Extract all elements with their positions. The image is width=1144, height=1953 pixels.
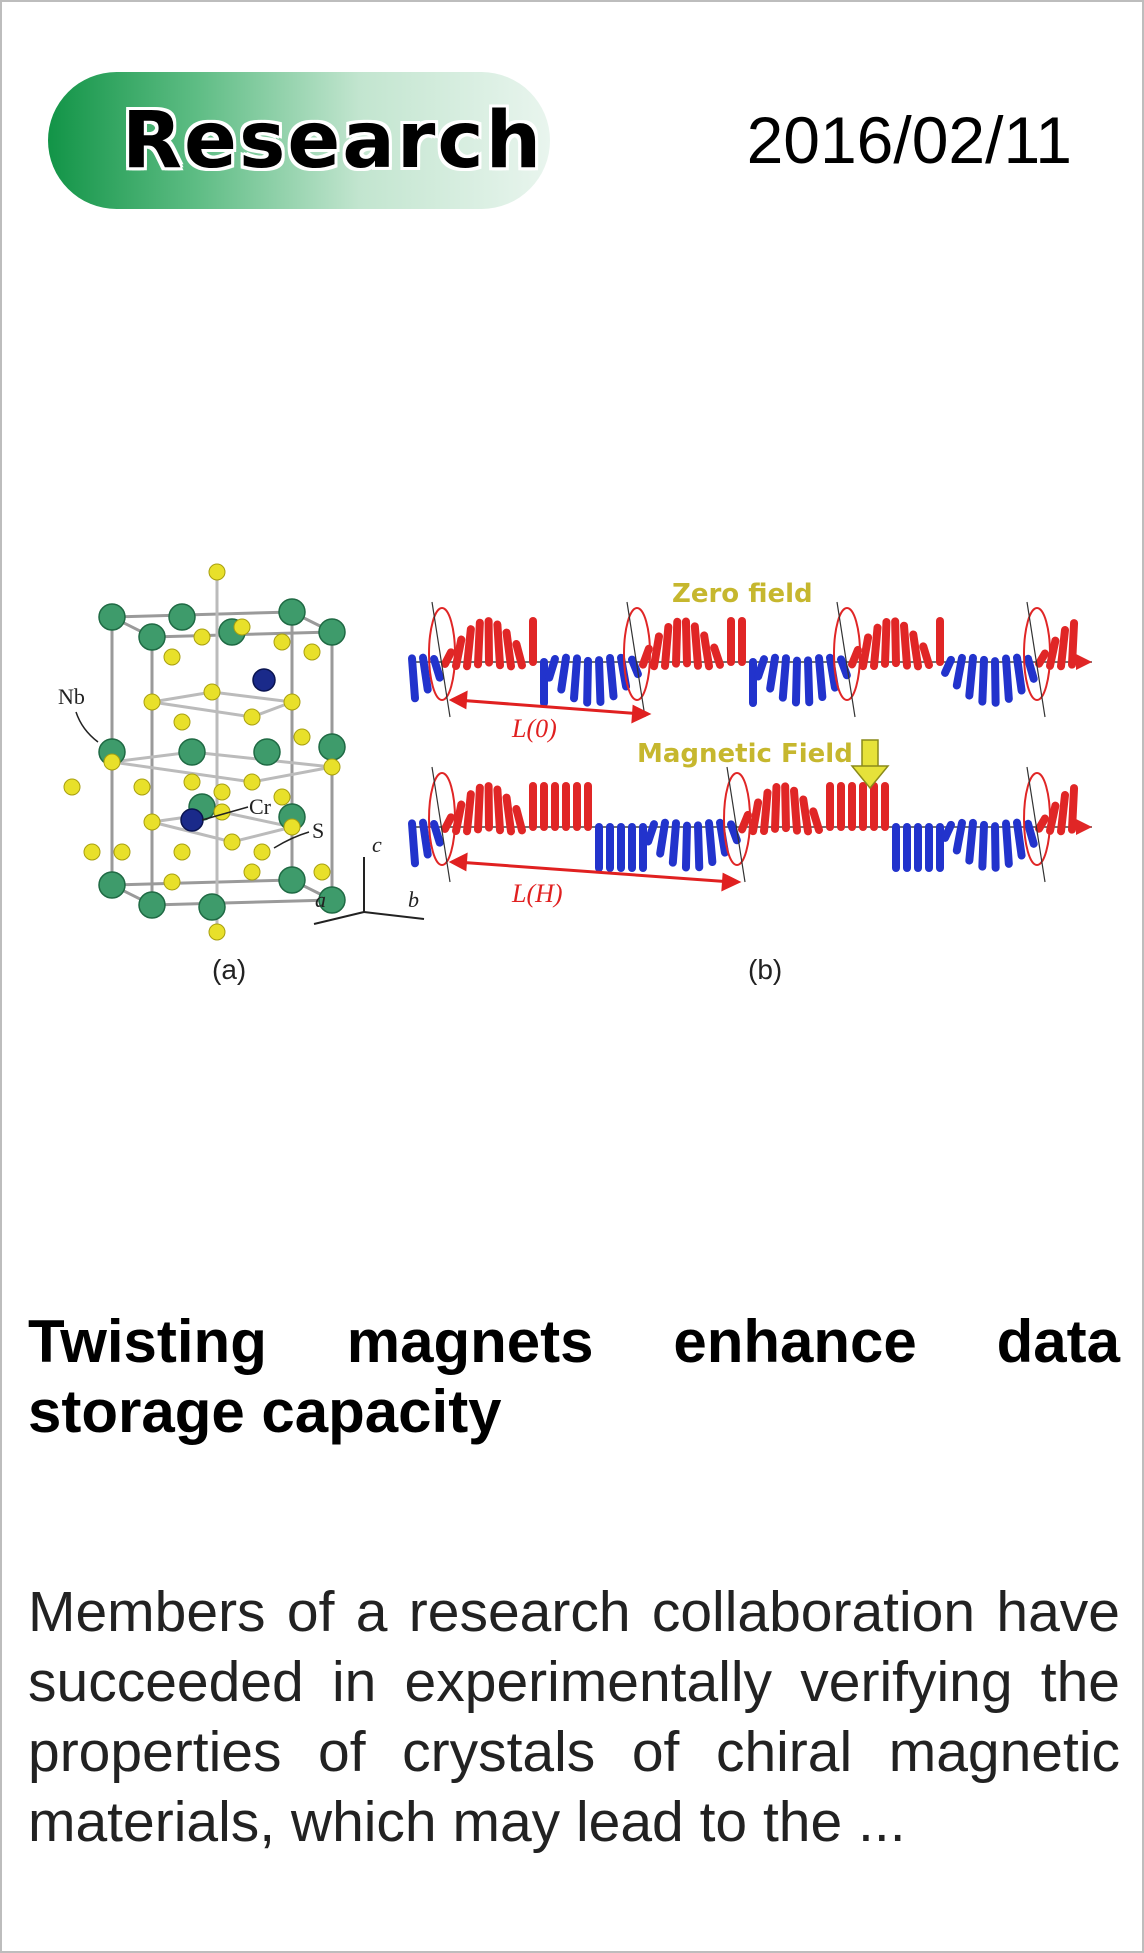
s-atom (208, 923, 226, 941)
nb-atom (278, 598, 306, 626)
zero-field-label: Zero field (672, 579, 813, 609)
helix-zero-field (408, 601, 1092, 718)
article-summary: Members of a research collaboration have… (28, 1580, 1120, 1854)
s-atom (283, 818, 301, 836)
s-atom (223, 833, 241, 851)
field-arrow-icon (850, 739, 890, 790)
publish-date: 2016/02/11 (746, 103, 1072, 177)
s-atom (133, 778, 151, 796)
caption-a: (a) (212, 954, 246, 985)
s-atom (243, 863, 261, 881)
s-atom (243, 773, 261, 791)
crystal-labels: Nb Cr S a b c (58, 684, 425, 925)
helix-labels: Zero field Magnetic Field L(0) L(H) (448, 579, 890, 908)
label-nb: Nb (58, 684, 85, 709)
cr-atom (252, 668, 276, 692)
magnetic-field-label: Magnetic Field (637, 739, 853, 769)
s-atom (183, 773, 201, 791)
s-atom (253, 843, 271, 861)
s-atom (323, 758, 341, 776)
s-atom (273, 788, 291, 806)
s-atom (273, 633, 291, 651)
s-atom (113, 843, 131, 861)
nb-atom (98, 603, 126, 631)
helix-magnetic-field (408, 766, 1092, 883)
axis-a-label: a (315, 887, 326, 912)
category-label: Research (122, 95, 544, 186)
nb-atom (253, 738, 281, 766)
article-figure[interactable]: Nb Cr S a b c Zero field Magne (52, 552, 1112, 992)
nb-atom (138, 891, 166, 919)
s-atom (243, 708, 261, 726)
s-atom (303, 643, 321, 661)
s-atom (293, 728, 311, 746)
s-atom (208, 563, 226, 581)
caption-b: (b) (748, 954, 782, 985)
s-atom (173, 843, 191, 861)
period-zero-label: L(0) (511, 714, 557, 743)
s-atom (143, 693, 161, 711)
period-field-label: L(H) (511, 879, 563, 908)
nb-atom (138, 623, 166, 651)
atoms (63, 563, 346, 941)
s-atom (203, 683, 221, 701)
s-atom (143, 813, 161, 831)
article-title[interactable]: Twisting magnets enhance data storage ca… (28, 1308, 1120, 1445)
axis-c-label: c (372, 832, 382, 857)
s-atom (173, 713, 191, 731)
s-atom (63, 778, 81, 796)
nb-atom (318, 618, 346, 646)
axes-indicator (313, 857, 425, 925)
cr-atom (180, 808, 204, 832)
nb-atom (98, 871, 126, 899)
axis-b-label: b (408, 887, 419, 912)
nb-atom (198, 893, 226, 921)
s-atom (103, 753, 121, 771)
s-atom (193, 628, 211, 646)
label-s: S (312, 818, 324, 843)
s-atom (83, 843, 101, 861)
nb-atom (168, 603, 196, 631)
category-badge: Research (48, 72, 550, 209)
nb-atom (318, 733, 346, 761)
s-atom (163, 873, 181, 891)
nb-atom (278, 866, 306, 894)
nb-atom (178, 738, 206, 766)
s-atom (313, 863, 331, 881)
figure-captions: (a) (b) (212, 954, 782, 985)
label-cr: Cr (249, 794, 272, 819)
s-atom (163, 648, 181, 666)
s-atom (283, 693, 301, 711)
s-atom (213, 783, 231, 801)
s-atom (233, 618, 251, 636)
nb-atom (318, 886, 346, 914)
figure-illustration: Nb Cr S a b c Zero field Magne (58, 563, 1092, 985)
